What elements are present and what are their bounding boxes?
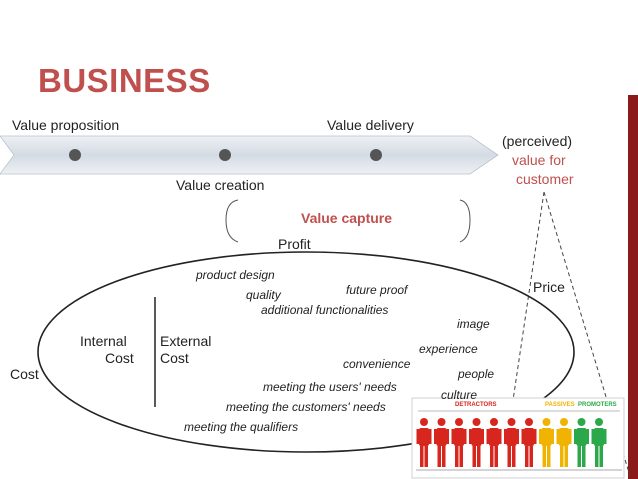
- nps-person-detractor: [521, 418, 537, 467]
- label-value-capture: Value capture: [301, 210, 393, 226]
- label-value-creation: Value creation: [176, 177, 265, 193]
- nps-promoters-label: PROMOTERS: [578, 402, 617, 408]
- capture-bracket-right: [459, 199, 471, 243]
- nps-person-detractor: [451, 418, 467, 467]
- nps-person-detractor: [504, 418, 519, 467]
- attr-future-proof: future proof: [346, 283, 408, 297]
- attr-culture: culture: [441, 388, 478, 402]
- nps-person-passive: [539, 418, 554, 467]
- label-external: External: [160, 333, 212, 349]
- label-customer: customer: [516, 171, 574, 187]
- chain-dot-delivery: [370, 149, 382, 161]
- attr-people: people: [458, 367, 495, 381]
- attr-experience: experience: [419, 342, 478, 356]
- nps-person-detractor: [416, 418, 432, 467]
- label-external-cost: Cost: [160, 350, 189, 366]
- page-title: BUSINESS: [38, 62, 211, 99]
- attr-meeting-qualifiers: meeting the qualifiers: [184, 420, 299, 434]
- nps-person-promoter: [591, 418, 607, 467]
- nps-detractors-label: DETRACTORS: [455, 402, 497, 408]
- nps-passives-label: PASSIVES: [545, 402, 575, 408]
- label-internal-cost: Cost: [105, 350, 134, 366]
- attr-image: image: [457, 317, 490, 331]
- nps-person-detractor: [469, 418, 484, 467]
- attr-product-design: product design: [196, 268, 275, 282]
- attr-additional-functionalities: additional functionalities: [261, 303, 389, 317]
- chain-dot-proposition: [69, 149, 81, 161]
- attr-convenience: convenience: [343, 357, 411, 371]
- label-price: Price: [533, 279, 565, 295]
- label-profit: Profit: [278, 236, 311, 252]
- capture-bracket-left: [225, 199, 239, 243]
- attr-meeting-customers: meeting the customers' needs: [226, 400, 386, 414]
- side-accent-bar: [628, 0, 638, 479]
- nps-person-promoter: [574, 418, 589, 467]
- price-line-left: [511, 191, 545, 408]
- label-perceived: (perceived): [502, 133, 573, 149]
- nps-person-detractor: [486, 418, 502, 467]
- value-chain-arrow: [0, 135, 499, 175]
- attr-quality: quality: [246, 288, 281, 302]
- chain-dot-creation: [219, 149, 231, 161]
- label-value-proposition: Value proposition: [12, 117, 120, 133]
- nps-person-passive: [556, 418, 572, 467]
- label-value-delivery: Value delivery: [327, 117, 414, 133]
- cost-value-ellipse: [37, 251, 575, 453]
- attr-meeting-users: meeting the users' needs: [263, 380, 397, 394]
- label-internal: Internal: [80, 333, 127, 349]
- label-cost: Cost: [10, 366, 39, 382]
- nps-person-detractor: [434, 418, 449, 467]
- label-value-for: value for: [512, 152, 566, 168]
